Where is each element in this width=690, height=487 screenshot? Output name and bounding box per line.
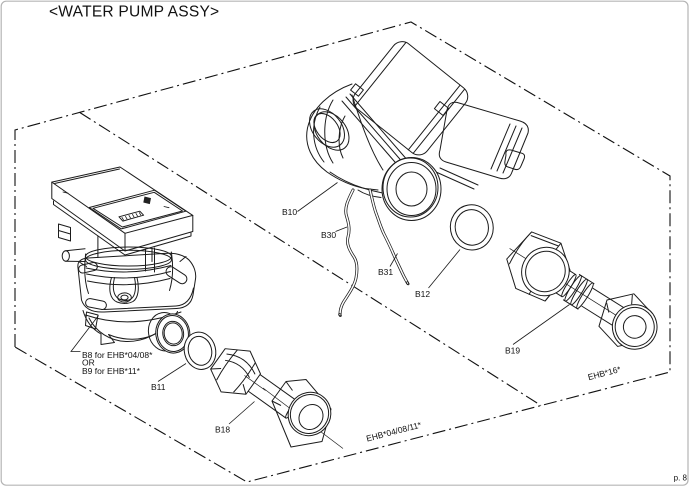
svg-text:B11: B11 (151, 382, 166, 392)
svg-text:B18: B18 (215, 425, 230, 435)
svg-text:p. 8: p. 8 (674, 474, 688, 483)
svg-text:B12: B12 (415, 289, 430, 299)
svg-text:B9 for EHB*11*: B9 for EHB*11* (82, 366, 141, 376)
svg-text:B30: B30 (321, 230, 336, 240)
svg-text:OR: OR (82, 358, 95, 368)
svg-text:B31: B31 (378, 267, 393, 277)
svg-text:B10: B10 (282, 207, 297, 217)
svg-text:B8 for EHB*04/08*: B8 for EHB*04/08* (82, 350, 153, 360)
svg-text:<WATER PUMP ASSY>: <WATER PUMP ASSY> (49, 4, 219, 21)
svg-text:B19: B19 (505, 346, 520, 356)
